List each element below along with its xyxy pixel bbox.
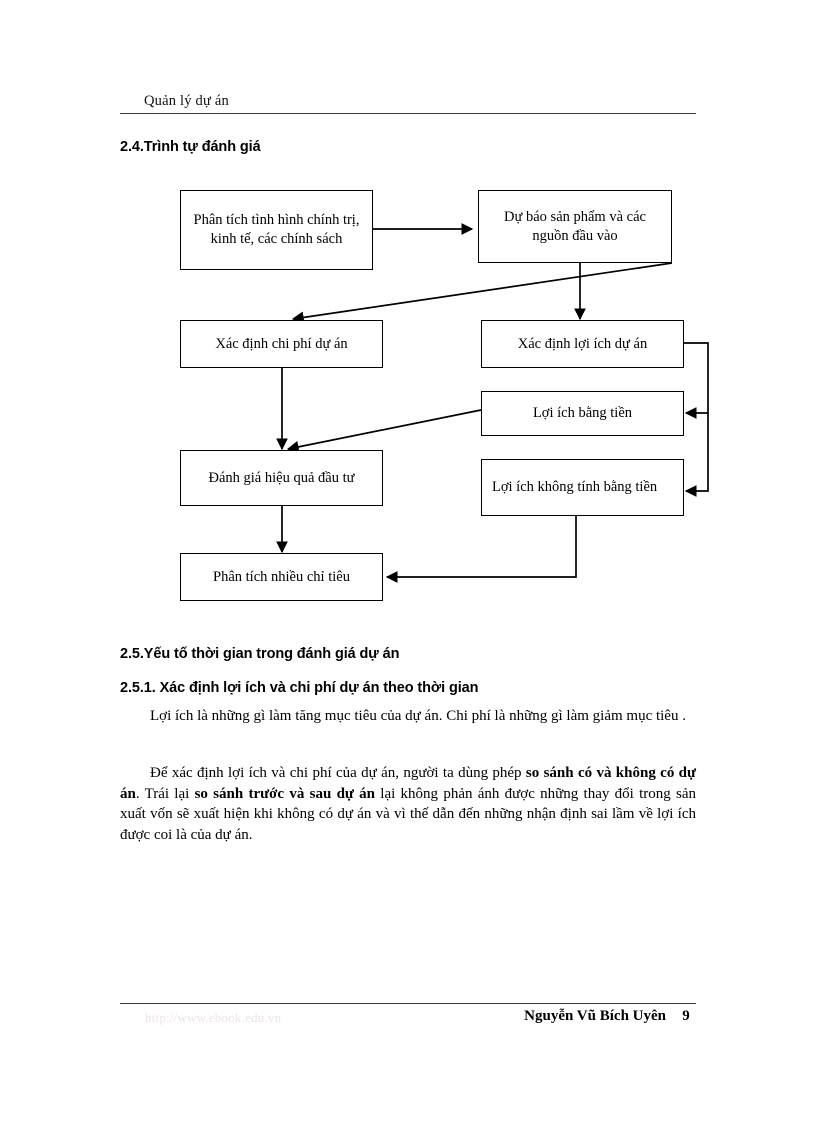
flowchart-node-xac-dinh-chi-phi[interactable]: Xác định chi phí dự án — [180, 320, 383, 368]
node-label: Xác định lợi ích dự án — [517, 335, 648, 352]
edge-bang-tien-to-danh-gia — [286, 409, 482, 453]
flowchart-node-phan-tich-nhieu-chi-tieu[interactable]: Phân tích nhiều chỉ tiêu — [180, 553, 383, 601]
footer-page-number: 9 — [682, 1008, 690, 1024]
paragraph-2-post: lại không phản ánh được những thay đổi t… — [120, 785, 697, 844]
edge-khong-tinh-bang-tien-to-phan-tich-chi-tieu — [385, 516, 577, 583]
flowchart-node-danh-gia-hieu-qua[interactable]: Đánh giá hiệu quả đầu tư — [180, 450, 383, 506]
edge-loi-ich-to-khong-tinh-bang-tien — [684, 413, 709, 497]
paragraph-2-mid: . Trái lại — [135, 785, 195, 802]
heading-section-2-5-1: 2.5.1. Xác định lợi ích và chi phí dự án… — [120, 680, 479, 696]
node-label: Dự báo sản phẩm và các nguồn đầu vào — [504, 208, 646, 244]
node-label: Lợi ích bằng tiền — [532, 405, 633, 422]
paragraph-2-bold-2: so sánh trước và sau dự án — [194, 785, 376, 802]
flowchart-node-xac-dinh-loi-ich[interactable]: Xác định lợi ích dự án — [481, 320, 684, 368]
node-label: Xác định chi phí dự án — [215, 335, 348, 352]
node-label: Lợi ích không tính bằng tiền — [492, 479, 658, 496]
paragraph-2-pre: Để xác định lợi ích và chi phí của dự án… — [150, 765, 526, 781]
flowchart-node-loi-ich-bang-tien[interactable]: Lợi ích bằng tiền — [481, 391, 684, 436]
node-label: Đánh giá hiệu quả đầu tư — [208, 469, 355, 486]
paragraph-2: Để xác định lợi ích và chi phí của dự án… — [120, 763, 696, 846]
footer-author: Nguyễn Vũ Bích Uyên — [524, 1008, 666, 1024]
header-divider — [120, 113, 696, 114]
edge-du-bao-to-chi-phi — [291, 262, 673, 324]
running-header: Quản lý dự án — [120, 93, 696, 114]
node-label: Phân tích nhiều chỉ tiêu — [213, 568, 350, 585]
flowchart-node-du-bao-san-pham[interactable]: Dự báo sản phẩm và các nguồn đầu vào — [478, 190, 672, 263]
edge-loi-ich-to-bang-tien — [684, 342, 709, 419]
heading-section-2-4: 2.4.Trình tự đánh giá — [120, 139, 261, 155]
paragraph-1: Lợi ích là những gì làm tăng mục tiêu củ… — [150, 708, 686, 724]
paragraph-2-bold-1: so sánh có và không có dự án — [120, 765, 697, 802]
footer-watermark-url: http://www.ebook.edu.vn — [145, 1010, 282, 1025]
node-label: Phân tích tình hình chính trị, kinh tế, … — [193, 212, 360, 247]
running-header-title: Quản lý dự án — [144, 93, 229, 109]
flowchart-node-phan-tich-tinh-hinh[interactable]: Phân tích tình hình chính trị, kinh tế, … — [180, 190, 373, 270]
heading-section-2-5: 2.5.Yếu tố thời gian trong đánh giá dự á… — [120, 646, 400, 662]
footer-divider — [120, 1003, 696, 1004]
flowchart-node-loi-ich-khong-tinh-bang-tien[interactable]: Lợi ích không tính bằng tiền — [481, 459, 684, 516]
